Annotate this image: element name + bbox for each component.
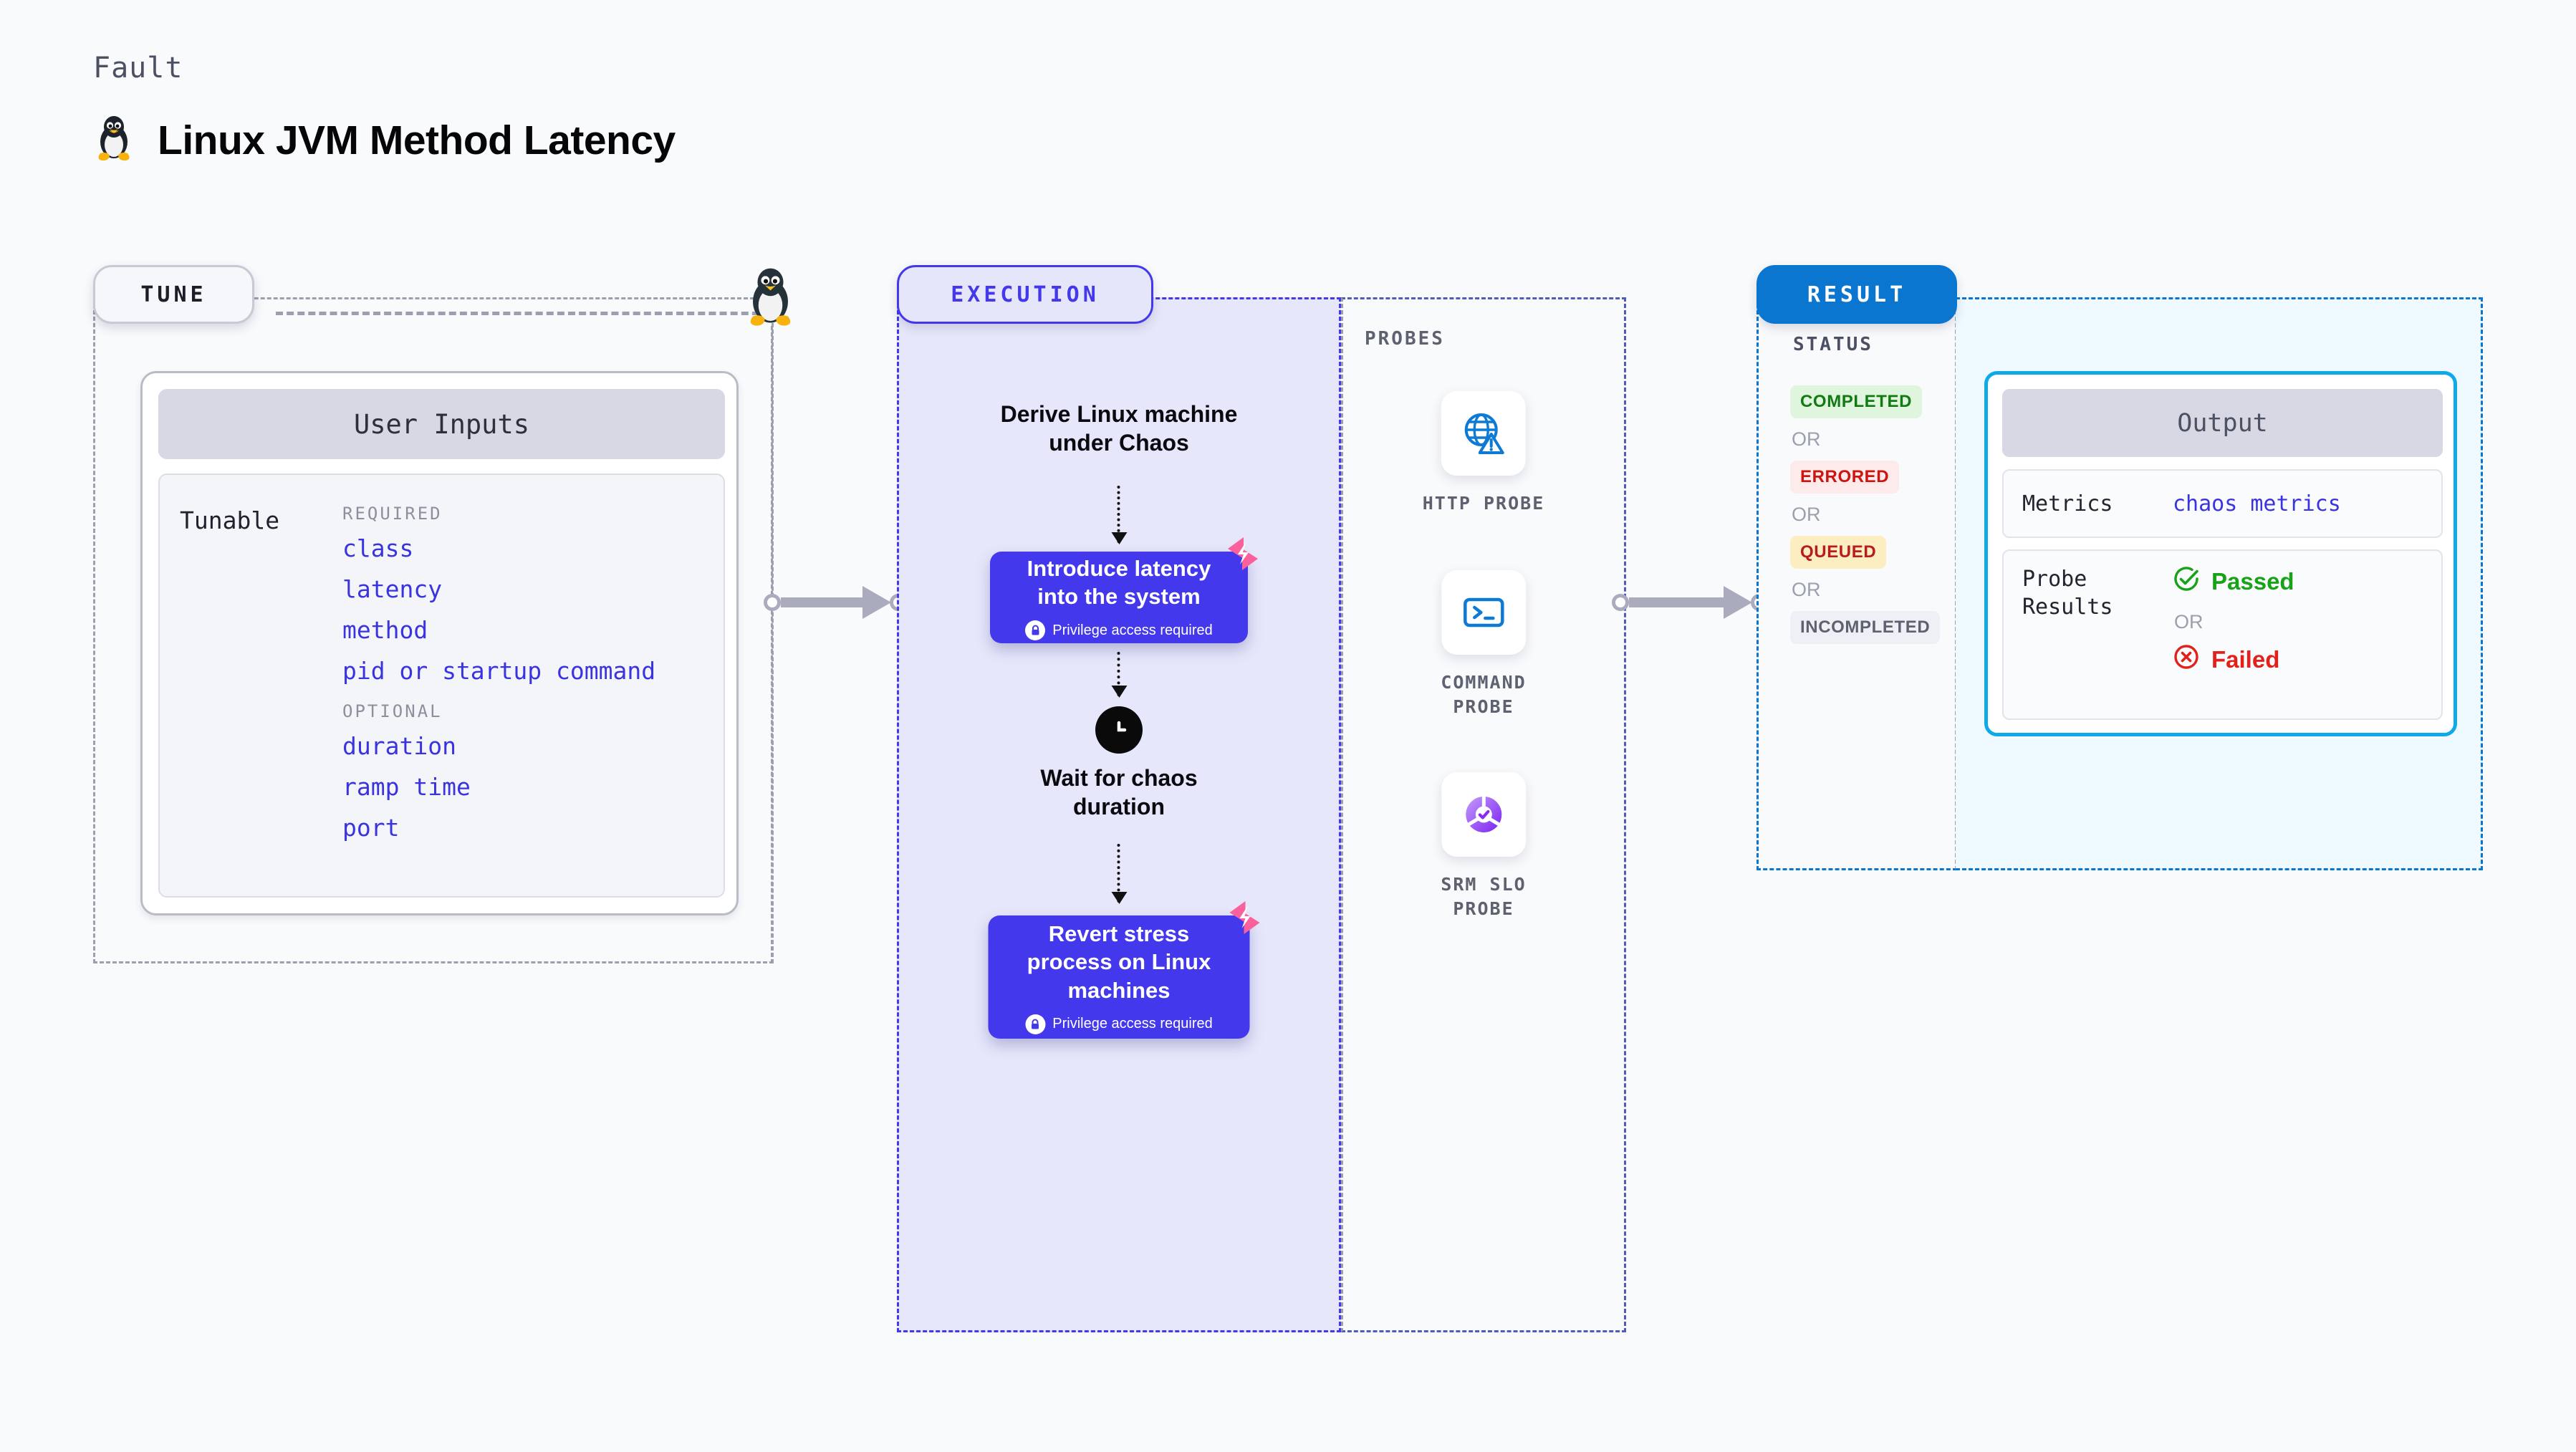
probe-or-label: OR [2174, 611, 2203, 633]
execution-section-body: Derive Linux machine under Chaos Introdu… [897, 297, 1341, 1332]
step-privilege-note: Privilege access required [1052, 622, 1213, 638]
status-or-label: OR [1792, 504, 1821, 525]
field-method[interactable]: method [342, 616, 428, 644]
chaos-bolt-badge-icon [1222, 533, 1264, 574]
page-title-row: Linux JVM Method Latency [93, 115, 676, 165]
connector-bar [1629, 597, 1724, 607]
probe-srm-slo[interactable]: SRM SLO PROBE [1441, 772, 1526, 921]
connector-execution-to-result [1612, 586, 1768, 619]
wait-step-label: Wait for chaos duration [1040, 765, 1198, 819]
probe-verdict-failed: Failed [2173, 643, 2294, 676]
result-output-column: Output Metrics chaos metrics Probe Resul… [1956, 297, 2483, 870]
passed-label: Passed [2211, 568, 2294, 595]
status-badge-queued: QUEUED [1790, 536, 1887, 569]
step-privilege-note: Privilege access required [1052, 1016, 1213, 1032]
execution-step-introduce-latency[interactable]: Introduce latency into the system Privil… [990, 537, 1258, 643]
tune-section-pill[interactable]: TUNE [93, 265, 254, 324]
step-title: Revert stress process on Linux machines [1027, 921, 1211, 1003]
tune-pill-label: TUNE [140, 282, 207, 307]
connector-bar [781, 597, 862, 607]
failed-label: Failed [2211, 646, 2280, 673]
field-ramp-time[interactable]: ramp time [342, 773, 471, 801]
probes-section-label: PROBES [1365, 328, 1445, 350]
execution-pill-label: EXECUTION [951, 282, 1100, 307]
probe-verdict-list: Passed OR Failed [2173, 565, 2294, 676]
clock-icon [1095, 706, 1143, 754]
tunable-fields: REQUIRED class latency method pid or sta… [342, 494, 715, 848]
execution-intro-text: Derive Linux machine under Chaos [1000, 401, 1238, 456]
user-inputs-body: Tunable REQUIRED class latency method pi… [158, 473, 725, 898]
status-or-label: OR [1792, 579, 1821, 600]
field-class[interactable]: class [342, 534, 414, 562]
status-or-label: OR [1792, 428, 1821, 450]
execution-step-revert-stress[interactable]: Revert stress process on Linux machines … [988, 901, 1260, 1039]
probe-label: SRM SLO PROBE [1441, 874, 1527, 919]
probe-label: COMMAND PROBE [1441, 672, 1527, 717]
connector-tune-to-execution [764, 586, 907, 619]
linux-penguin-icon [93, 115, 135, 165]
status-section-label: STATUS [1793, 334, 1873, 355]
output-metrics-row: Metrics chaos metrics [2002, 469, 2443, 538]
tune-linux-node-icon [744, 266, 797, 331]
user-inputs-title: User Inputs [158, 389, 725, 459]
lock-icon [1025, 1014, 1046, 1034]
field-port[interactable]: port [342, 814, 400, 842]
globe-warning-icon [1441, 391, 1526, 476]
page-kicker: Fault [93, 52, 183, 85]
execution-section-pill[interactable]: EXECUTION [897, 265, 1153, 324]
result-section-pill[interactable]: RESULT [1756, 265, 1957, 324]
flow-arrow-2 [1111, 652, 1128, 698]
field-duration[interactable]: duration [342, 732, 456, 760]
page-title: Linux JVM Method Latency [158, 117, 676, 163]
output-metrics-key: Metrics [2022, 491, 2113, 516]
status-chip-list: COMPLETED OR ERRORED OR QUEUED OR INCOMP… [1790, 385, 1941, 644]
connector-arrowhead [1724, 586, 1752, 619]
result-pill-label: RESULT [1807, 282, 1907, 307]
status-badge-completed: COMPLETED [1790, 385, 1923, 418]
connector-arrowhead [862, 586, 891, 619]
probe-http[interactable]: HTTP PROBE [1423, 391, 1545, 516]
x-circle-icon [2173, 643, 2200, 676]
output-title: Output [2002, 389, 2443, 457]
user-inputs-card: User Inputs Tunable REQUIRED class laten… [140, 371, 739, 915]
status-badge-errored: ERRORED [1790, 461, 1900, 494]
tune-connector-dash [276, 312, 770, 315]
output-metrics-value[interactable]: chaos metrics [2173, 491, 2341, 516]
step-privilege-note-row: Privilege access required [1025, 620, 1213, 641]
step-title: Introduce latency into the system [1027, 555, 1211, 609]
chaos-bolt-badge-icon [1224, 897, 1266, 938]
tunable-label: Tunable [180, 506, 280, 534]
flow-arrow-1 [1111, 486, 1128, 544]
probes-section-body: PROBES HTTP PROBE [1341, 297, 1626, 1332]
field-latency[interactable]: latency [342, 575, 443, 603]
required-group-label: REQUIRED [342, 504, 443, 524]
output-probe-results-key: Probe Results [2022, 567, 2113, 620]
connector-start-dot [1612, 594, 1629, 611]
probe-label: HTTP PROBE [1422, 493, 1545, 514]
step-privilege-note-row: Privilege access required [1025, 1014, 1213, 1034]
status-badge-incompleted: INCOMPLETED [1790, 611, 1941, 644]
lock-icon [1025, 620, 1046, 641]
probe-command[interactable]: COMMAND PROBE [1441, 570, 1526, 719]
output-card: Output Metrics chaos metrics Probe Resul… [1984, 371, 2457, 736]
probe-verdict-passed: Passed [2173, 565, 2294, 598]
slo-donut-check-icon [1441, 772, 1526, 857]
check-circle-icon [2173, 565, 2200, 598]
result-status-column: STATUS COMPLETED OR ERRORED OR QUEUED OR… [1756, 297, 1957, 870]
connector-start-dot [764, 594, 781, 611]
optional-group-label: OPTIONAL [342, 701, 443, 721]
tune-section-body: User Inputs Tunable REQUIRED class laten… [93, 297, 774, 963]
flow-arrow-3 [1111, 844, 1128, 904]
output-probe-results-row: Probe Results Passed OR [2002, 549, 2443, 720]
field-pid-or-startup-command[interactable]: pid or startup command [342, 657, 656, 685]
terminal-prompt-icon [1441, 570, 1526, 655]
